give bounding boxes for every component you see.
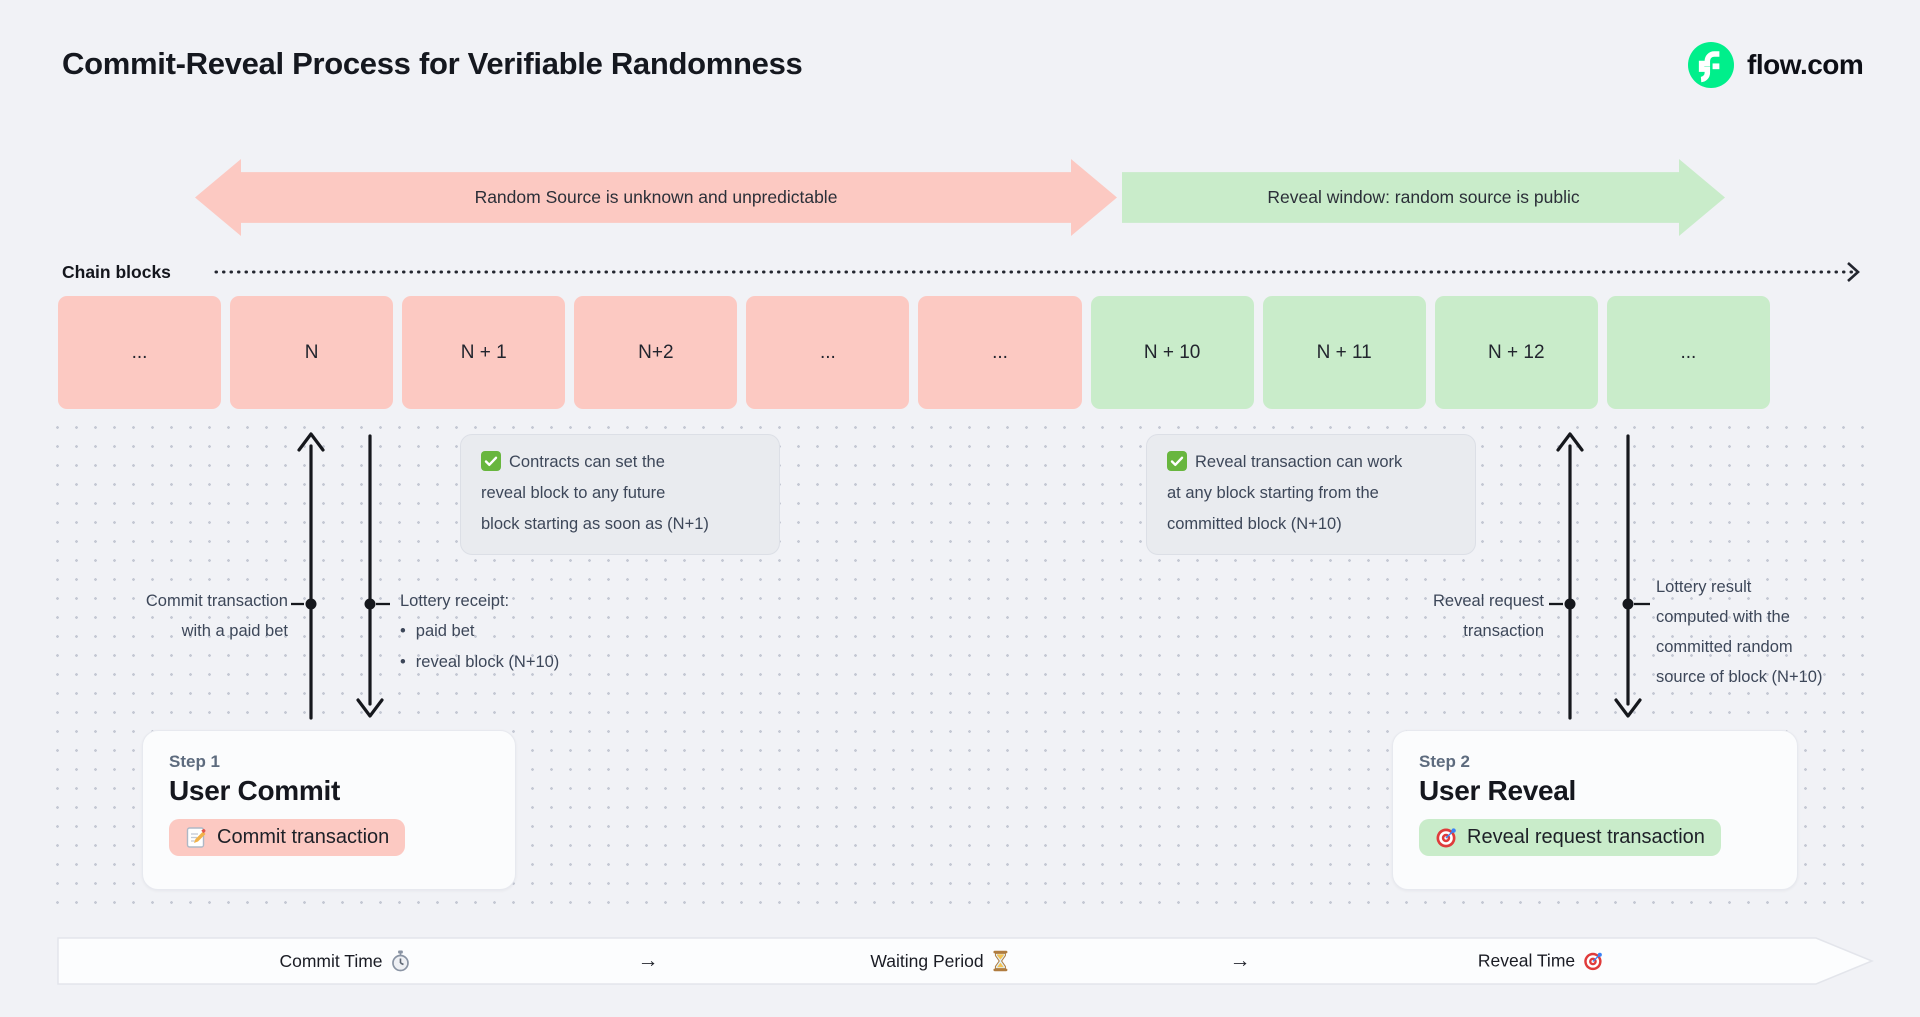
chain-dotted-axis [200, 256, 1880, 288]
timeline-reveal-time: Reveal Time [1478, 951, 1604, 972]
chain-block: N + 12 [1434, 296, 1598, 409]
banner-reveal-label: Reveal window: random source is public [1267, 187, 1580, 207]
note-line: committed block (N+10) [1167, 515, 1342, 533]
chain-block: ... [58, 296, 222, 409]
stopwatch-icon [391, 950, 411, 972]
banner-unknown-label: Random Source is unknown and unpredictab… [474, 187, 838, 207]
chain-block: N+2 [574, 296, 738, 409]
axis-arrowhead-icon [1847, 262, 1860, 282]
timeline-waiting-period: Waiting Period [870, 950, 1009, 972]
target-icon [1583, 951, 1604, 972]
chain-block: N + 11 [1262, 296, 1426, 409]
step-card-user-commit: Step 1 User Commit Commit transaction [142, 730, 516, 890]
chain-blocks-row: ... N N + 1 N+2 ... ... N + 10 N + 11 N … [58, 296, 1770, 409]
timeline-arrow: → [1229, 949, 1251, 972]
chain-block: ... [918, 296, 1082, 409]
lottery-receipt-title: Lottery receipt: [400, 592, 510, 610]
annotation-reveal-request: Reveal request transaction [1433, 592, 1544, 640]
chain-block: N + 10 [1090, 296, 1254, 409]
step-card-user-reveal: Step 2 User Reveal Reveal request transa… [1392, 730, 1798, 890]
note-line: block starting as soon as (N+1) [481, 515, 709, 533]
chain-blocks-label: Chain blocks [62, 262, 171, 282]
step-eyebrow: Step 2 [1419, 752, 1471, 771]
check-icon [1167, 451, 1187, 471]
note-line: Reveal transaction can work [1195, 453, 1403, 471]
brand-text: flow.com [1747, 49, 1864, 80]
commit-transaction-pill: Commit transaction [169, 819, 406, 856]
flow-logo-icon [1688, 42, 1734, 88]
chain-block: ... [746, 296, 910, 409]
step-pill-label: Commit transaction [217, 826, 390, 848]
timeline-arrow: → [637, 949, 659, 972]
step-eyebrow: Step 1 [169, 752, 221, 771]
step-pill-label: Reveal request transaction [1467, 826, 1705, 848]
lottery-receipt-item: paid bet [400, 616, 630, 647]
step-title: User Commit [169, 775, 340, 806]
note-line: reveal block to any future [481, 484, 666, 502]
note-line: at any block starting from the [1167, 484, 1379, 502]
annotation-commit-transaction: Commit transaction with a paid bet [145, 592, 288, 640]
step-title: User Reveal [1419, 775, 1577, 806]
brand-flow[interactable]: flow.com [1688, 42, 1864, 88]
annotation-lottery-result: Lottery result computed with the committ… [1656, 578, 1823, 686]
target-icon [1435, 826, 1458, 849]
chain-block: ... [1606, 296, 1770, 409]
chain-block: N [230, 296, 394, 409]
memo-icon [185, 826, 208, 849]
timeline-commit-time: Commit Time [279, 950, 410, 972]
hourglass-icon [992, 950, 1010, 972]
note-reveal-window: Reveal transaction can work at any block… [1146, 434, 1476, 555]
note-commit-window: Contracts can set the reveal block to an… [460, 434, 780, 555]
page-title: Commit-Reveal Process for Verifiable Ran… [62, 46, 803, 81]
check-icon [481, 451, 501, 471]
chain-block: N + 1 [402, 296, 566, 409]
note-line: Contracts can set the [509, 453, 665, 471]
annotation-lottery-receipt: Lottery receipt: paid bet reveal block (… [400, 586, 630, 678]
reveal-request-pill: Reveal request transaction [1419, 819, 1721, 856]
lottery-receipt-item: reveal block (N+10) [400, 647, 630, 678]
